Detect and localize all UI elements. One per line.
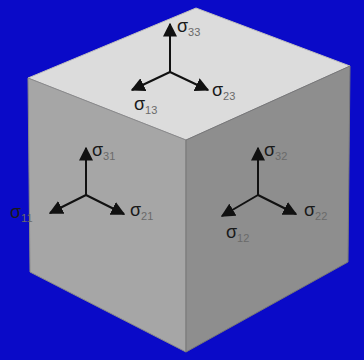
- index: 32: [275, 150, 287, 162]
- index: 13: [145, 104, 157, 116]
- symbol: σ: [226, 222, 237, 242]
- stress-label: σ31: [92, 140, 115, 166]
- symbol: σ: [177, 16, 188, 36]
- symbol: σ: [212, 80, 223, 100]
- index: 31: [103, 150, 115, 162]
- index: 23: [223, 90, 235, 102]
- symbol: σ: [130, 200, 141, 220]
- stress-label: σ12: [226, 222, 249, 248]
- symbol: σ: [134, 94, 145, 114]
- index: 22: [315, 210, 327, 222]
- stress-label: σ22: [304, 200, 327, 226]
- stress-label: σ13: [134, 94, 157, 120]
- symbol: σ: [10, 202, 21, 222]
- index: 12: [237, 232, 249, 244]
- stress-label: σ21: [130, 200, 153, 226]
- stress-arrows: [50, 24, 296, 216]
- left-face: [28, 78, 186, 352]
- symbol: σ: [264, 140, 275, 160]
- symbol: σ: [92, 140, 103, 160]
- right-face: [186, 66, 350, 352]
- index: 11: [21, 212, 32, 224]
- index: 33: [188, 26, 200, 38]
- stress-label: σ11: [10, 202, 33, 228]
- stress-label: σ23: [212, 80, 235, 106]
- stress-label: σ33: [177, 16, 200, 42]
- stress-label: σ32: [264, 140, 287, 166]
- symbol: σ: [304, 200, 315, 220]
- index: 21: [141, 210, 153, 222]
